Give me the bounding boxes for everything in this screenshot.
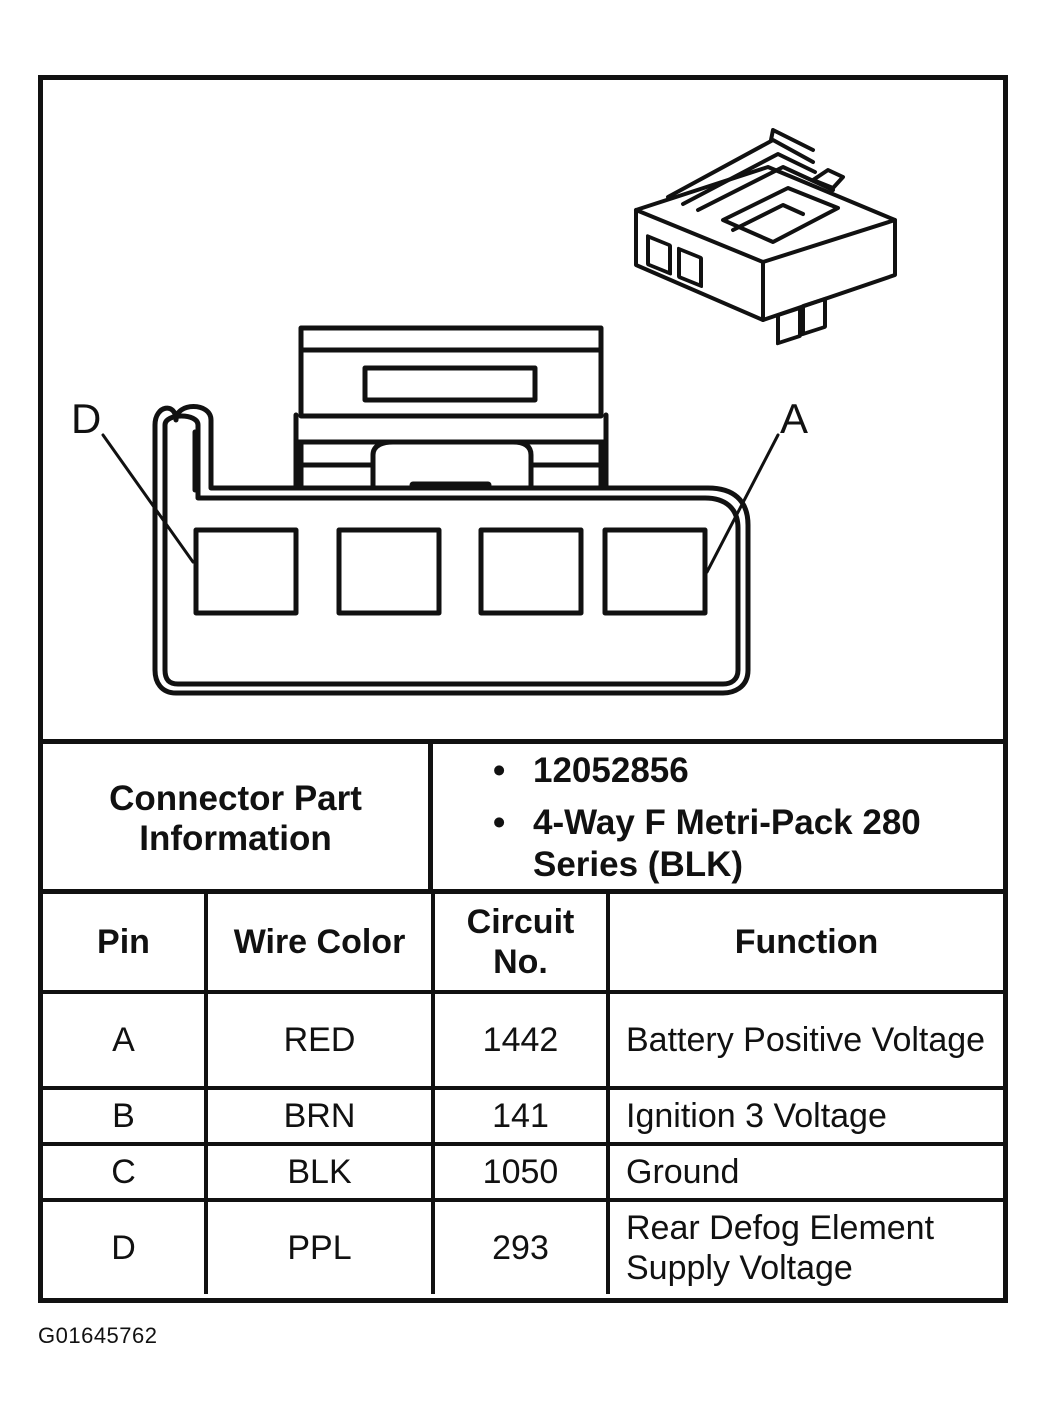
cavity-c <box>336 527 442 616</box>
connector-part-info-label: Connector Part Information <box>43 744 433 894</box>
leader-line-a <box>705 433 780 574</box>
header-pin: Pin <box>43 889 208 994</box>
connector-part-info-row: Connector Part Information • 12052856 • … <box>43 739 1003 894</box>
cell-circuit-no: 1442 <box>431 990 610 1090</box>
cell-pin: C <box>43 1142 208 1202</box>
part-number-item: • 12052856 <box>433 750 993 792</box>
connector-diagram-frame: D A Connector Part Information • 1205285… <box>38 75 1008 1303</box>
cavity-a <box>602 527 708 616</box>
leader-line-d <box>101 433 195 564</box>
connector-type-item: • 4-Way F Metri-Pack 280 Series (BLK) <box>433 802 993 886</box>
header-function: Function <box>606 889 1003 994</box>
connector-face-illustration <box>101 128 897 696</box>
connector-type: 4-Way F Metri-Pack 280 Series (BLK) <box>533 803 921 884</box>
pin-cavities <box>193 527 708 616</box>
cell-function: Ignition 3 Voltage <box>606 1086 1003 1146</box>
header-circuit-no: Circuit No. <box>431 889 610 994</box>
cell-pin: B <box>43 1086 208 1146</box>
pin-callout-d: D <box>71 395 102 442</box>
cell-circuit-no: 293 <box>431 1198 610 1294</box>
cell-function: Rear Defog Element Supply Voltage <box>606 1198 1003 1294</box>
cavity-b <box>478 527 584 616</box>
pin-table: Pin Wire Color Circuit No. Function A RE… <box>43 889 1003 1294</box>
cell-wire-color: BLK <box>204 1142 435 1202</box>
connector-face-body <box>152 325 751 696</box>
connector-drawing: D A <box>43 80 1003 740</box>
header-wire-color: Wire Color <box>204 889 435 994</box>
connector-isometric-view <box>634 128 897 346</box>
cell-pin: D <box>43 1198 208 1294</box>
cell-circuit-no: 141 <box>431 1086 610 1146</box>
cell-wire-color: BRN <box>204 1086 435 1146</box>
table-row: B BRN 141 Ignition 3 Voltage <box>43 1086 1003 1146</box>
cell-wire-color: RED <box>204 990 435 1090</box>
pin-table-header: Pin Wire Color Circuit No. Function <box>43 889 1003 994</box>
table-row: C BLK 1050 Ground <box>43 1142 1003 1202</box>
bullet-icon: • <box>493 751 506 790</box>
cell-wire-color: PPL <box>204 1198 435 1294</box>
cavity-d <box>193 527 299 616</box>
table-row: D PPL 293 Rear Defog Element Supply Volt… <box>43 1198 1003 1294</box>
cell-function: Ground <box>606 1142 1003 1202</box>
connector-part-info-values: • 12052856 • 4-Way F Metri-Pack 280 Seri… <box>433 750 993 896</box>
pin-callout-a: A <box>780 395 809 442</box>
cell-circuit-no: 1050 <box>431 1142 610 1202</box>
table-row: A RED 1442 Battery Positive Voltage <box>43 990 1003 1090</box>
part-number: 12052856 <box>533 751 689 790</box>
bullet-icon: • <box>493 803 506 842</box>
figure-id: G01645762 <box>38 1323 158 1348</box>
cell-function: Battery Positive Voltage <box>606 990 1003 1090</box>
cell-pin: A <box>43 990 208 1090</box>
